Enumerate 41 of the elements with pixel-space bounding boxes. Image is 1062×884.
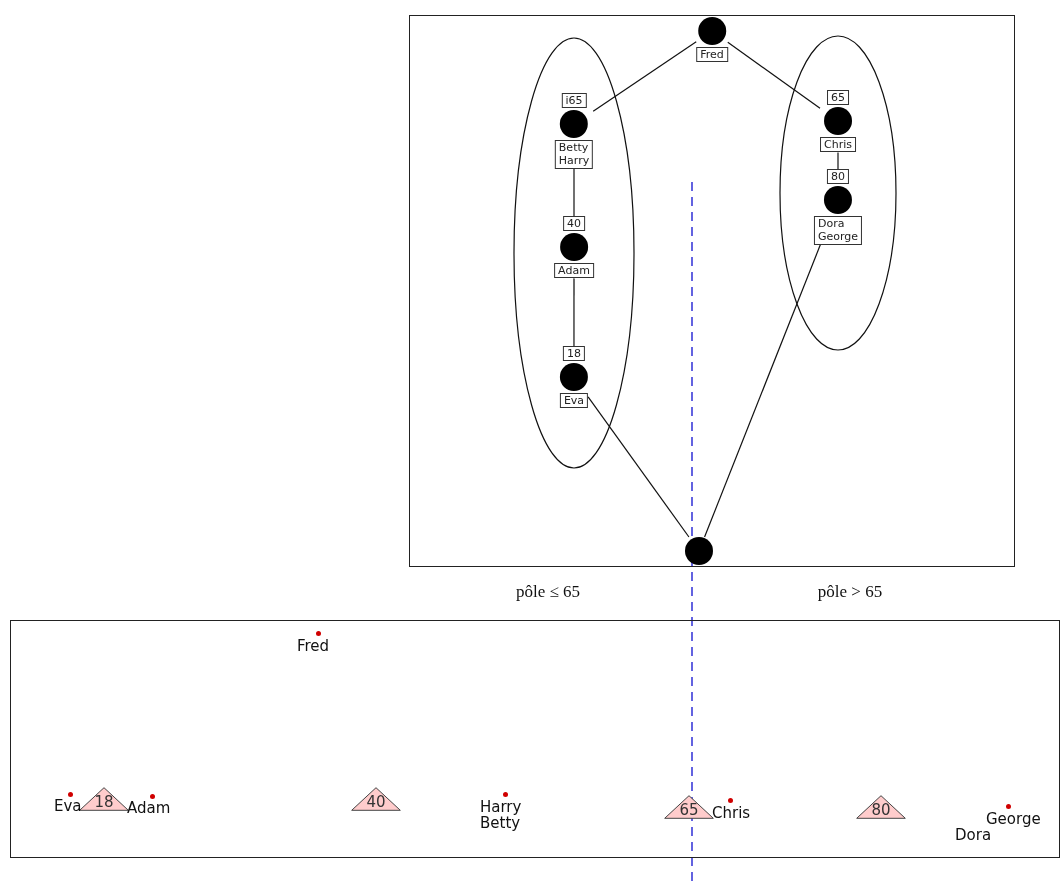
lattice-line bbox=[592, 41, 697, 112]
triangle-value: 65 bbox=[678, 803, 700, 818]
cluster-ellipse bbox=[780, 36, 896, 350]
triangle-value: 80 bbox=[870, 803, 892, 818]
object-label: Eva bbox=[54, 799, 82, 814]
panel-frame bbox=[409, 15, 1015, 567]
pole-caption: pôle ≤ 65 bbox=[515, 583, 581, 600]
concept-label: Betty Harry bbox=[554, 140, 594, 169]
object-label: Chris bbox=[712, 806, 751, 821]
pole-caption: pôle > 65 bbox=[817, 583, 883, 600]
object-label: George bbox=[986, 812, 1041, 827]
triangle-value: 18 bbox=[93, 795, 115, 810]
cluster-ellipse bbox=[514, 38, 634, 468]
concept-label: Chris bbox=[820, 137, 856, 153]
concept-label: Eva bbox=[559, 393, 589, 409]
object-label: Dora bbox=[955, 828, 992, 843]
concept-label: i65 bbox=[561, 93, 587, 109]
concept-label: Dora George bbox=[813, 216, 863, 245]
triangle-marker bbox=[79, 787, 129, 811]
concept-label: 80 bbox=[827, 169, 849, 185]
lattice-line bbox=[573, 277, 575, 347]
triangle-marker bbox=[664, 795, 714, 819]
object-label: Fred bbox=[297, 639, 330, 654]
lattice-line bbox=[703, 243, 821, 538]
concept-label: 18 bbox=[563, 346, 585, 362]
concept-dot bbox=[685, 537, 713, 565]
triangle-marker bbox=[351, 787, 401, 811]
concept-label: 65 bbox=[827, 90, 849, 106]
lattice-line bbox=[587, 396, 690, 538]
lattice-line bbox=[837, 151, 839, 170]
concept-label: Adam bbox=[554, 263, 594, 279]
panel-frame bbox=[10, 620, 1060, 858]
lattice-line bbox=[573, 167, 575, 217]
object-label: Adam bbox=[127, 801, 171, 816]
concept-label: 40 bbox=[563, 216, 585, 232]
object-label: Harry bbox=[480, 800, 522, 815]
triangle-value: 40 bbox=[365, 795, 387, 810]
triangle-marker bbox=[856, 795, 906, 819]
lattice-line bbox=[727, 41, 821, 109]
object-label: Betty bbox=[480, 816, 521, 831]
concept-label: Fred bbox=[696, 47, 728, 63]
